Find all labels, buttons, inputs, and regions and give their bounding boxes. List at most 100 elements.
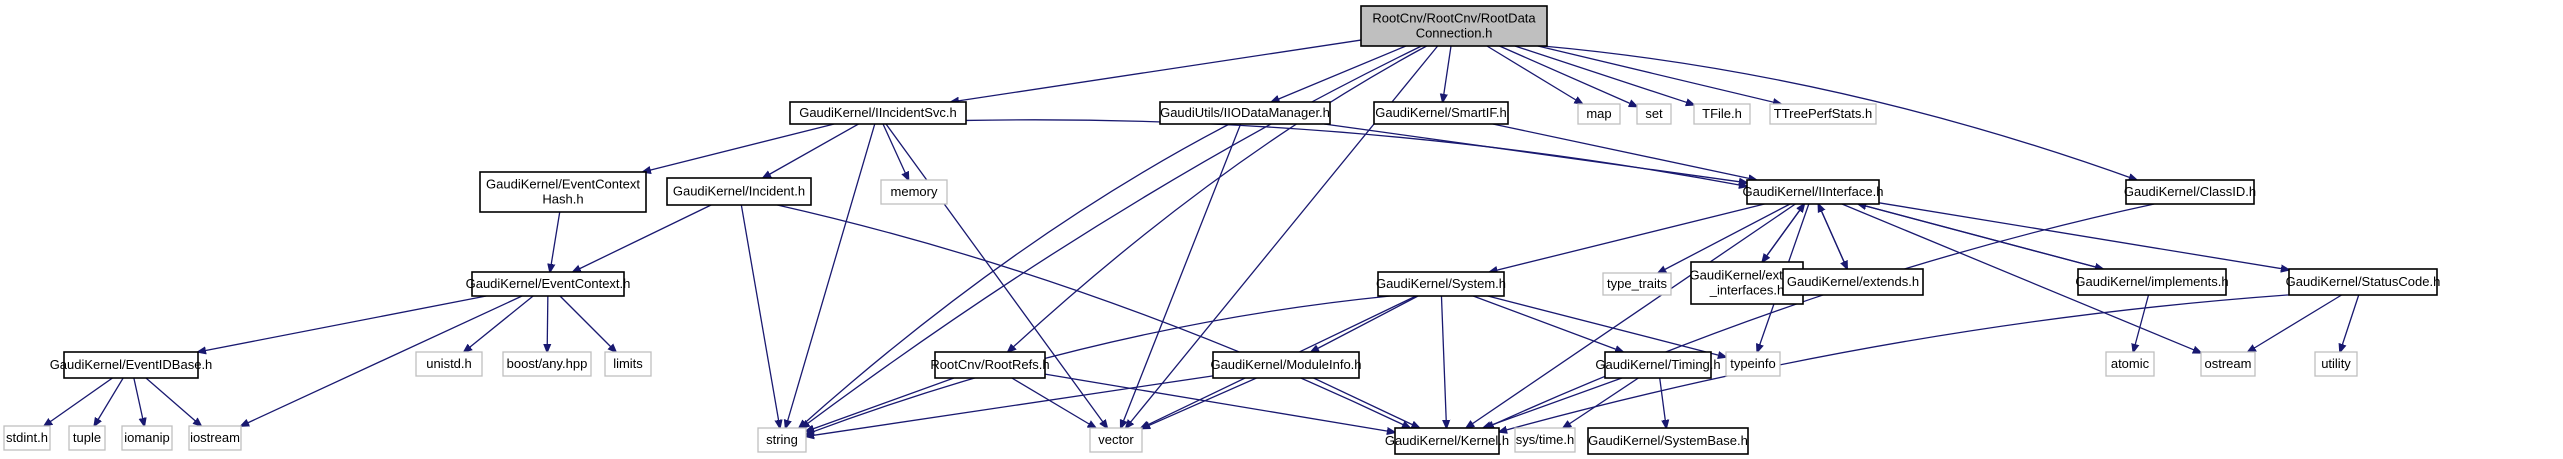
node-box-kernel xyxy=(1394,427,1500,455)
edge-system-to-string xyxy=(806,295,1391,434)
edge-classid-to-kernel xyxy=(1486,203,2155,428)
node-box-incident xyxy=(666,177,812,206)
node-box-eventcontext xyxy=(471,271,625,297)
node-utility: utility xyxy=(2314,351,2358,377)
node-label-boostany: boost/any.hpp xyxy=(507,356,588,371)
edge-iincidentsvc-to-string xyxy=(786,123,876,428)
edge-root-to-ttreeperfstats xyxy=(1537,45,1781,104)
node-label-stdint: stdint.h xyxy=(6,430,48,445)
node-label-iostream: iostream xyxy=(190,430,240,445)
node-systime: sys/time.h xyxy=(1514,427,1576,453)
node-label-systembase: GaudiKernel/SystemBase.h xyxy=(1588,433,1748,448)
node-iiodatamanager[interactable]: GaudiUtils/IIODataManager.h xyxy=(1159,101,1331,125)
edge-root-to-rootrefs xyxy=(1008,45,1427,352)
node-label-map: map xyxy=(1586,106,1611,121)
node-iinterface[interactable]: GaudiKernel/IInterface.h xyxy=(1743,179,1884,205)
node-label-statuscode: GaudiKernel/StatusCode.h xyxy=(2286,274,2441,289)
node-classid[interactable]: GaudiKernel/ClassID.h xyxy=(2124,179,2256,205)
node-vector: vector xyxy=(1089,427,1143,453)
node-box-system xyxy=(1377,271,1505,297)
edge-timing-to-systembase xyxy=(1659,377,1667,428)
node-timing[interactable]: GaudiKernel/Timing.h xyxy=(1595,351,1721,379)
edge-implements-to-iinterface xyxy=(1858,204,2104,270)
node-type_traits: type_traits xyxy=(1602,272,1672,296)
node-rootrefs[interactable]: RootCnv/RootRefs.h xyxy=(930,351,1050,379)
edge-statuscode-to-kernel xyxy=(1499,294,2290,432)
node-label-tfile: TFile.h xyxy=(1702,106,1742,121)
node-label-extend_interfaces: _interfaces.h xyxy=(1709,283,1784,298)
node-box-rootrefs xyxy=(934,351,1046,379)
node-label-eventcontexthash: Hash.h xyxy=(542,192,583,207)
node-box-iostream xyxy=(188,425,242,451)
node-extends[interactable]: GaudiKernel/extends.h xyxy=(1782,268,1924,296)
edge-eventcontext-to-limits xyxy=(559,295,616,352)
node-limits: limits xyxy=(604,351,652,377)
node-label-atomic: atomic xyxy=(2111,356,2150,371)
node-box-iincidentsvc xyxy=(789,101,967,125)
edge-moduleinfo-to-kernel xyxy=(1313,377,1420,428)
node-label-eventidbase: GaudiKernel/EventIDBase.h xyxy=(50,357,213,372)
edge-system-to-timing xyxy=(1472,295,1623,352)
node-label-type_traits: type_traits xyxy=(1607,276,1667,291)
node-moduleinfo[interactable]: GaudiKernel/ModuleInfo.h xyxy=(1210,351,1362,379)
node-ostream: ostream xyxy=(2200,351,2256,377)
edge-iincidentsvc-to-memory xyxy=(882,123,909,180)
node-box-smartif xyxy=(1373,101,1509,125)
node-label-utility: utility xyxy=(2321,356,2351,371)
node-memory: memory xyxy=(880,179,948,205)
node-label-limits: limits xyxy=(613,356,643,371)
edge-smartif-to-iinterface xyxy=(1492,123,1757,180)
edge-system-to-moduleinfo xyxy=(1311,295,1419,352)
node-box-systembase xyxy=(1587,427,1749,455)
node-iincidentsvc[interactable]: GaudiKernel/IIncidentSvc.h xyxy=(789,101,967,125)
node-implements[interactable]: GaudiKernel/implements.h xyxy=(2075,268,2229,296)
node-box-iomanip xyxy=(121,425,173,451)
node-label-memory: memory xyxy=(891,184,938,199)
node-box-eventidbase xyxy=(63,351,199,379)
node-kernel[interactable]: GaudiKernel/Kernel.h xyxy=(1385,427,1509,455)
node-string: string xyxy=(757,427,807,453)
node-box-ostream xyxy=(2200,351,2256,377)
node-box-map xyxy=(1577,103,1621,125)
node-box-implements xyxy=(2077,268,2227,296)
node-label-extends: GaudiKernel/extends.h xyxy=(1787,274,1919,289)
node-box-statuscode xyxy=(2288,268,2438,296)
edge-iinterface-to-system xyxy=(1490,203,1765,272)
node-label-typeinfo: typeinfo xyxy=(1730,356,1776,371)
node-eventcontext[interactable]: GaudiKernel/EventContext.h xyxy=(466,271,631,297)
node-label-ttreeperfstats: TTreePerfStats.h xyxy=(1774,106,1873,121)
edge-rootrefs-to-kernel xyxy=(1044,373,1395,432)
edge-extends-to-iinterface xyxy=(1818,204,1848,270)
node-atomic: atomic xyxy=(2105,351,2155,377)
edge-iiodatamanager-to-iinterface xyxy=(1324,123,1747,183)
edge-eventcontext-to-unistd xyxy=(464,295,534,352)
node-tuple: tuple xyxy=(68,425,106,451)
node-label-incident: GaudiKernel/Incident.h xyxy=(673,184,805,199)
node-box-unistd xyxy=(415,351,483,377)
edge-system-to-kernel xyxy=(1440,295,1446,428)
edge-root-to-string xyxy=(801,45,1422,428)
node-systembase[interactable]: GaudiKernel/SystemBase.h xyxy=(1587,427,1749,455)
nodes-layer: RootCnv/RootCnv/RootDataConnection.hGaud… xyxy=(3,5,2441,455)
node-box-eventcontexthash xyxy=(479,171,647,213)
node-stdint: stdint.h xyxy=(3,425,51,451)
edges-layer xyxy=(44,39,2360,436)
node-statuscode[interactable]: GaudiKernel/StatusCode.h xyxy=(2286,268,2441,296)
node-smartif[interactable]: GaudiKernel/SmartIF.h xyxy=(1373,101,1509,125)
node-label-extend_interfaces: GaudiKernel/extend xyxy=(1690,268,1805,283)
edge-incident-to-kernel xyxy=(777,204,1410,428)
node-label-kernel: GaudiKernel/Kernel.h xyxy=(1385,433,1509,448)
node-ttreeperfstats: TTreePerfStats.h xyxy=(1769,103,1877,125)
node-tfile: TFile.h xyxy=(1693,103,1751,125)
node-incident[interactable]: GaudiKernel/Incident.h xyxy=(666,177,812,206)
node-system[interactable]: GaudiKernel/System.h xyxy=(1376,271,1506,297)
node-box-string xyxy=(757,427,807,453)
node-boostany: boost/any.hpp xyxy=(502,351,592,377)
node-box-root xyxy=(1360,5,1548,47)
node-label-implements: GaudiKernel/implements.h xyxy=(2075,274,2228,289)
edge-incident-to-string xyxy=(740,204,780,428)
node-label-vector: vector xyxy=(1098,432,1134,447)
node-eventidbase[interactable]: GaudiKernel/EventIDBase.h xyxy=(50,351,213,379)
